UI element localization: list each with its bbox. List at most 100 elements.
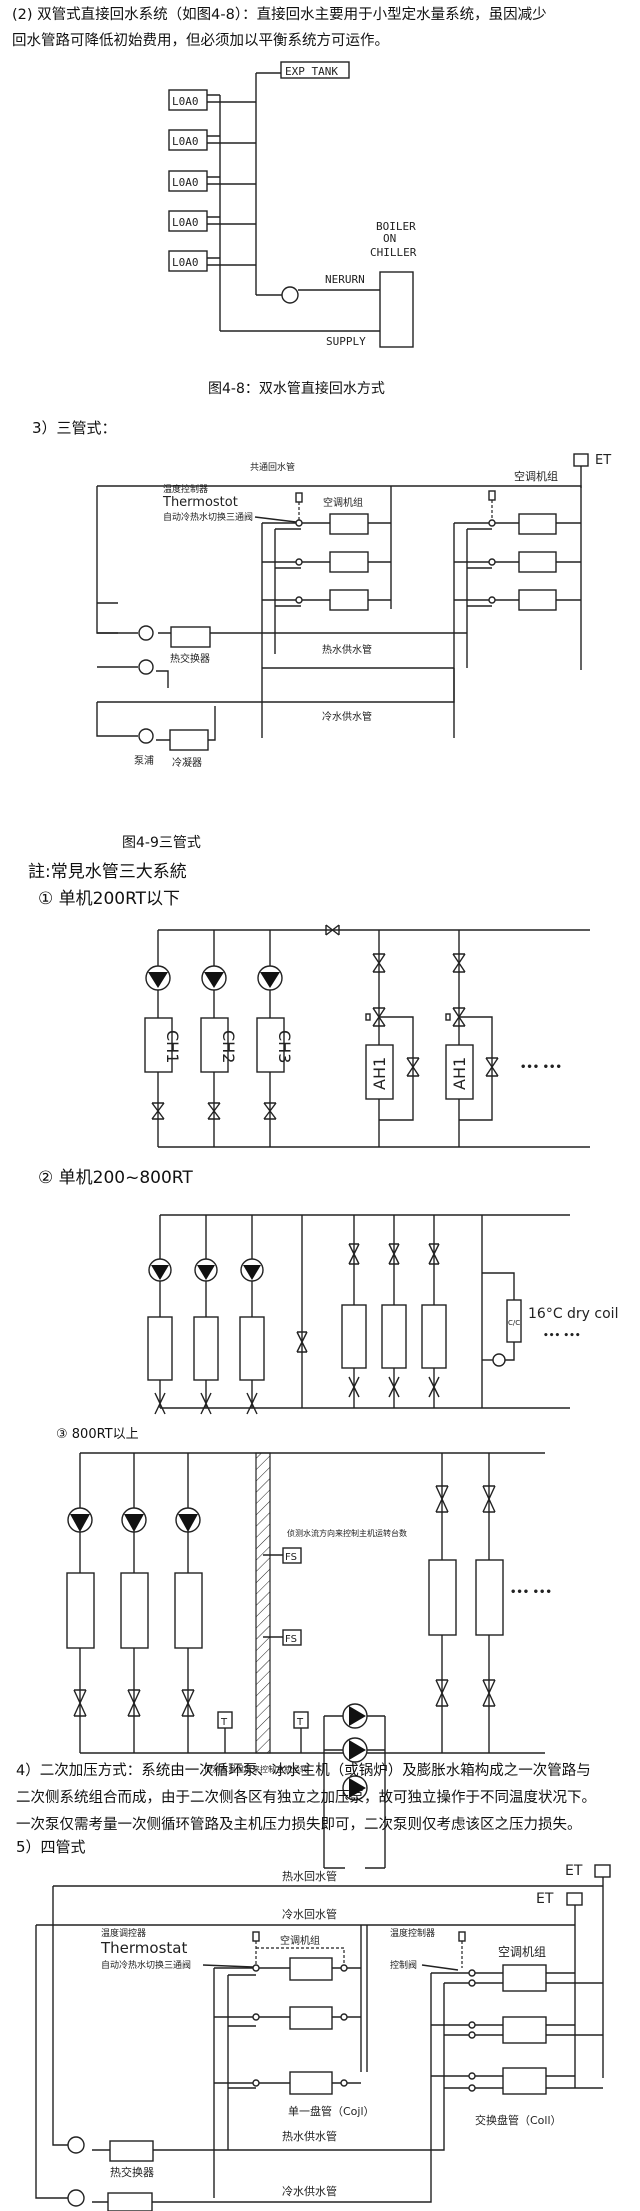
load-box [168,210,208,232]
load-units: L0A0 L0A0 L0A0 L0A0 L0A0 [168,89,208,272]
four-pipe-diagram: 热水回水管 冷水回水管 ET ET 温度调控器 Thermostat 自动冷热水… [35,1863,611,2211]
control-valve-label: 控制阀 [390,1959,417,1971]
three-pipe-diagram: 共通回水管 ET 温度控制器 Thermostot 自动冷热水切换三通阀 空调机… [96,453,611,769]
thermostat-cn-label: 温度调控器 [101,1927,146,1939]
chiller-columns [147,1215,265,1415]
flow-switch-box [282,1629,302,1646]
three-way-valve-icon [488,596,496,604]
control-valve-icon [348,1376,440,1398]
section4-line3: 一次泵仅需考量一次侧循环管路及主机压力损失即可，二次泵则仅考虑该区之压力损失。 [16,1817,582,1833]
cold-return-label: 冷水回水管 [282,1907,337,1921]
pump-triangle [204,972,224,988]
200-800rt-diagram: C/C 16°C dry coil ••• ••• [147,1214,618,1415]
temp-sensor-box [217,1711,233,1729]
common-return-label: 共通回水管 [250,461,295,473]
three-way-valve-icon [295,519,303,527]
thermostat-cn-label: 温度控制器 [163,483,208,495]
bypass-valve-icon [406,1057,499,1077]
ahu-label: AH1 [450,1057,469,1090]
et-tank-box [573,453,589,467]
valve-icon [468,2072,476,2080]
bypass-valve-icon [296,1331,308,1353]
hot-return-label: 热水回水管 [282,1869,337,1883]
ahu-box [475,1559,504,1636]
three-way-valve-icon [295,558,303,566]
two-pipe-direct-return-diagram: EXP TANK L0A0 L0A0 L0A0 L0A0 L0A0 BOILER… [168,61,417,348]
figure-4-9-caption: 图4-9三管式 [122,835,201,851]
pump-triangle [148,972,168,988]
under-200rt-diagram: CH1 CH2 CH3 AH1 AH1 ••• ••• [144,924,590,1148]
chiller-box [144,1017,173,1073]
temp-sensor-label: T [220,1717,228,1728]
thermostat-icon [488,490,496,501]
dry-coil-box [506,1299,522,1343]
chiller-label: 冷凝器 [172,756,202,769]
pump-icon [138,625,154,641]
control-valve-icon [372,1007,466,1027]
ahu-box [421,1304,447,1369]
et-top-box [594,1864,611,1878]
supply-label: SUPPLY [326,335,366,348]
temp-sensor-label: T [296,1717,304,1728]
heat-exchanger-box [109,2140,154,2162]
three-way-valve-icon [252,1964,260,1972]
ahu-box [428,1559,457,1636]
more-ellipsis: ••• ••• [510,1587,552,1598]
load-box [168,250,208,272]
three-way-valve-icon [252,2079,260,2087]
et-label: ET [595,453,611,468]
thermostat-en-label: Thermostat [100,1939,187,1957]
note-sub2-heading: ② 单机200~800RT [38,1168,193,1188]
thermostat-icon [295,492,303,503]
chiller-box [200,1017,229,1073]
ahu-left-label: 空调机组 [280,1934,320,1947]
thermostat-en-label: Thermostot [162,495,238,510]
pump-icon [67,2136,85,2154]
section5-heading: 5）四管式 [16,1838,86,1856]
dry-coil-symbol: C/C [508,1319,520,1327]
pump-icon [492,1353,506,1367]
heat-exchanger-label: 热交换器 [110,2165,154,2179]
chiller-box [169,729,209,751]
three-way-valve-label: 自动冷热水切换三通阀 [101,1959,191,1971]
bypass-valve-icon [325,924,340,936]
pump-icon [138,728,154,744]
hot-supply-label: 热水供水管 [322,643,372,656]
valve-icon [468,2084,476,2092]
ahu-box [365,1044,394,1100]
more-ellipsis: ••• ••• [543,1331,581,1341]
ahu-right-label: 空调机组 [514,469,558,483]
ahu-box [445,1044,474,1100]
load-label: L0A0 [172,216,199,229]
chiller-label: CH3 [275,1030,294,1063]
valve-icon [468,2021,476,2029]
decoupler-pipe [255,1452,271,1754]
load-label: L0A0 [172,176,199,189]
thermostat-icon [458,1931,466,1942]
section3-heading: 3）三管式： [32,419,117,437]
three-way-valve-icon [340,2013,348,2021]
chiller-box [120,1572,149,1649]
load-box [168,170,208,192]
gate-valve-icon [154,1392,258,1415]
over-800rt-diagram: 侦测水流方向来控制主机运转台数 FS FS T T 侦测水温温度来控制主机运转 … [66,1452,552,1869]
load-label: L0A0 [172,256,199,269]
right-ahu-bank [453,513,581,738]
three-way-valve-icon [340,2079,348,2087]
gate-valve-icon [151,1102,277,1120]
chiller-columns [144,930,285,1147]
section4-line1: 4）二次加压方式：系统由一次循环泵、冰水主机（或锅炉）及膨胀水箱构成之一次管路与 [16,1763,591,1779]
section2-paragraph-line1: (2) 双管式直接回水系统（如图4-8）：直接回水主要用于小型定水量系统，虽因减… [12,7,547,23]
three-way-valve-icon [340,1964,348,1972]
ahu-label: AH1 [370,1057,389,1090]
note-sub1-heading: ① 单机200RT以下 [38,889,181,909]
gate-valve-icon [372,953,466,973]
right-coil-bank [430,1964,603,2156]
chiller-box [107,2192,153,2211]
exp-tank-box [280,61,350,79]
temp-control-note: 侦测水温温度来控制主机运转 [204,1764,308,1774]
ahu-box [381,1304,407,1369]
cold-supply-label: 冷水供水管 [282,2184,337,2198]
pump-icon [138,659,154,675]
figure-4-8-caption: 图4-8：双水管直接回水方式 [208,381,385,397]
